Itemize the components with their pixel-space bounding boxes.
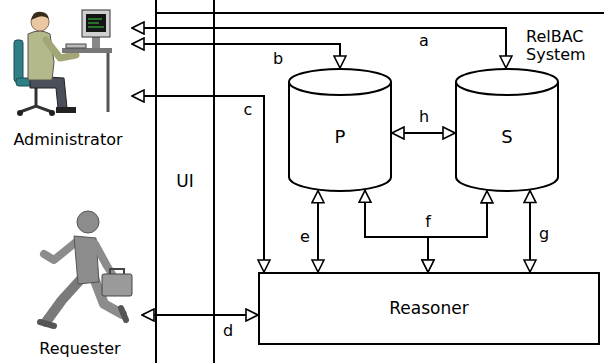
foot	[121, 308, 126, 320]
connector-label: d	[221, 322, 235, 340]
system-top-border	[155, 12, 214, 14]
connector-label: a	[417, 32, 431, 50]
trousers	[30, 76, 67, 108]
connector-label: g	[537, 225, 551, 243]
system-label: RelBAC System	[526, 28, 592, 65]
chair-wheel	[17, 110, 23, 116]
desk-leg	[107, 53, 110, 112]
database-cylinder: S	[455, 68, 559, 192]
cylinder-top	[289, 69, 391, 95]
connector-label: b	[271, 50, 285, 68]
administrator-icon	[14, 10, 112, 116]
screen	[86, 14, 106, 32]
interface-band: UI	[155, 0, 215, 363]
shoe	[56, 107, 76, 113]
connector-arrow	[132, 44, 340, 68]
hair	[31, 12, 49, 20]
leg	[46, 278, 82, 322]
arm	[44, 242, 76, 260]
process-box: Reasoner	[258, 272, 600, 345]
connector-arrow	[529, 191, 531, 272]
connector-arrow	[365, 190, 428, 272]
screen-line	[88, 19, 102, 20]
keyboard	[66, 44, 86, 48]
chair-base	[20, 106, 52, 112]
store-label: P	[335, 127, 346, 148]
actor-node: Requester	[18, 200, 142, 361]
connector-label: e	[298, 228, 312, 246]
desk	[62, 48, 112, 53]
connector-arrow	[142, 314, 258, 316]
actor-label: Requester	[39, 340, 120, 358]
connector-arrow	[317, 191, 319, 272]
briefcase	[102, 274, 132, 296]
connector-arrow	[392, 132, 455, 134]
connector-label: c	[242, 101, 255, 119]
chair-post	[35, 86, 38, 106]
connector-label: f	[423, 213, 433, 231]
requester-icon	[40, 211, 132, 326]
actor-label: Administrator	[13, 131, 122, 149]
chair-wheel	[49, 110, 55, 116]
monitor	[82, 10, 110, 37]
connector-arrow	[132, 28, 506, 68]
actor-node: Administrator	[4, 2, 132, 152]
briefcase-handle	[110, 269, 124, 274]
screen-line	[88, 23, 99, 24]
store-label: S	[501, 127, 512, 148]
head	[77, 211, 99, 233]
shirt	[28, 31, 54, 80]
cylinder-body	[456, 82, 558, 191]
connector-arrow	[428, 191, 487, 272]
monitor-stand	[92, 36, 100, 48]
chair-back	[14, 40, 23, 82]
foot	[40, 322, 54, 326]
cylinder-top	[456, 69, 558, 95]
cylinder-body	[289, 82, 391, 191]
connector-label: h	[417, 108, 431, 126]
process-label: Reasoner	[389, 299, 468, 319]
database-cylinder: P	[288, 68, 392, 192]
band-label: UI	[176, 172, 193, 192]
connector-arrow	[132, 96, 264, 272]
screen-line	[88, 27, 104, 28]
